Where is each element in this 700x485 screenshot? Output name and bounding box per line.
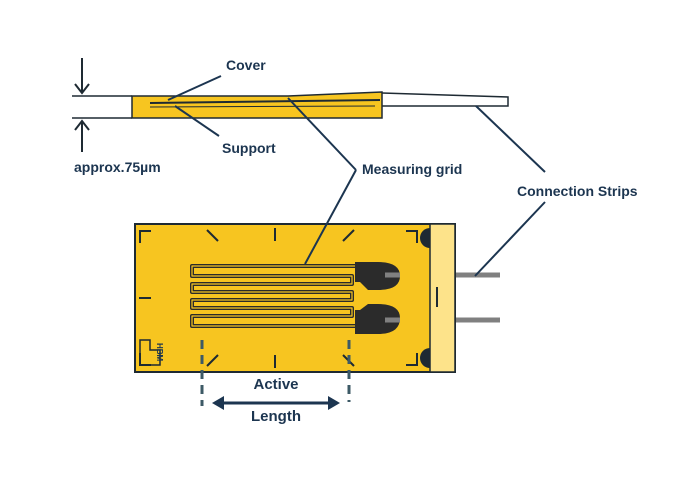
connection-strip-zone — [429, 223, 456, 373]
connection-strips-label: Connection Strips — [517, 183, 638, 199]
grid-leader-side — [287, 97, 357, 171]
hbm-logo: HBM — [139, 339, 164, 366]
measuring-grid — [190, 264, 357, 328]
active-label: Active — [253, 376, 298, 393]
side-view — [72, 58, 509, 152]
side-support-edge — [149, 105, 376, 108]
thickness-label: approx.75µm — [74, 159, 161, 175]
hbm-logo-text: HBM — [155, 343, 164, 362]
notch-bottom-right — [420, 348, 430, 368]
length-label: Length — [251, 408, 301, 425]
cover-leader — [167, 75, 222, 101]
grid-leader-top — [304, 169, 357, 265]
connection-leader-side — [475, 105, 546, 173]
side-grid-layer — [149, 99, 381, 104]
support-leader — [174, 105, 220, 137]
leader-lines — [167, 75, 546, 277]
solder-pad-upper — [355, 262, 400, 290]
notch-top-right — [420, 228, 430, 248]
support-label: Support — [222, 140, 276, 156]
measuring-grid-label: Measuring grid — [362, 161, 462, 177]
solder-pad-lower — [355, 304, 400, 334]
side-gauge-body — [131, 91, 383, 119]
top-view: HBM — [134, 223, 500, 373]
active-length-marker — [200, 340, 351, 410]
thickness-arrows — [74, 58, 90, 152]
connection-leader-top — [474, 201, 546, 277]
cover-label: Cover — [226, 57, 266, 73]
